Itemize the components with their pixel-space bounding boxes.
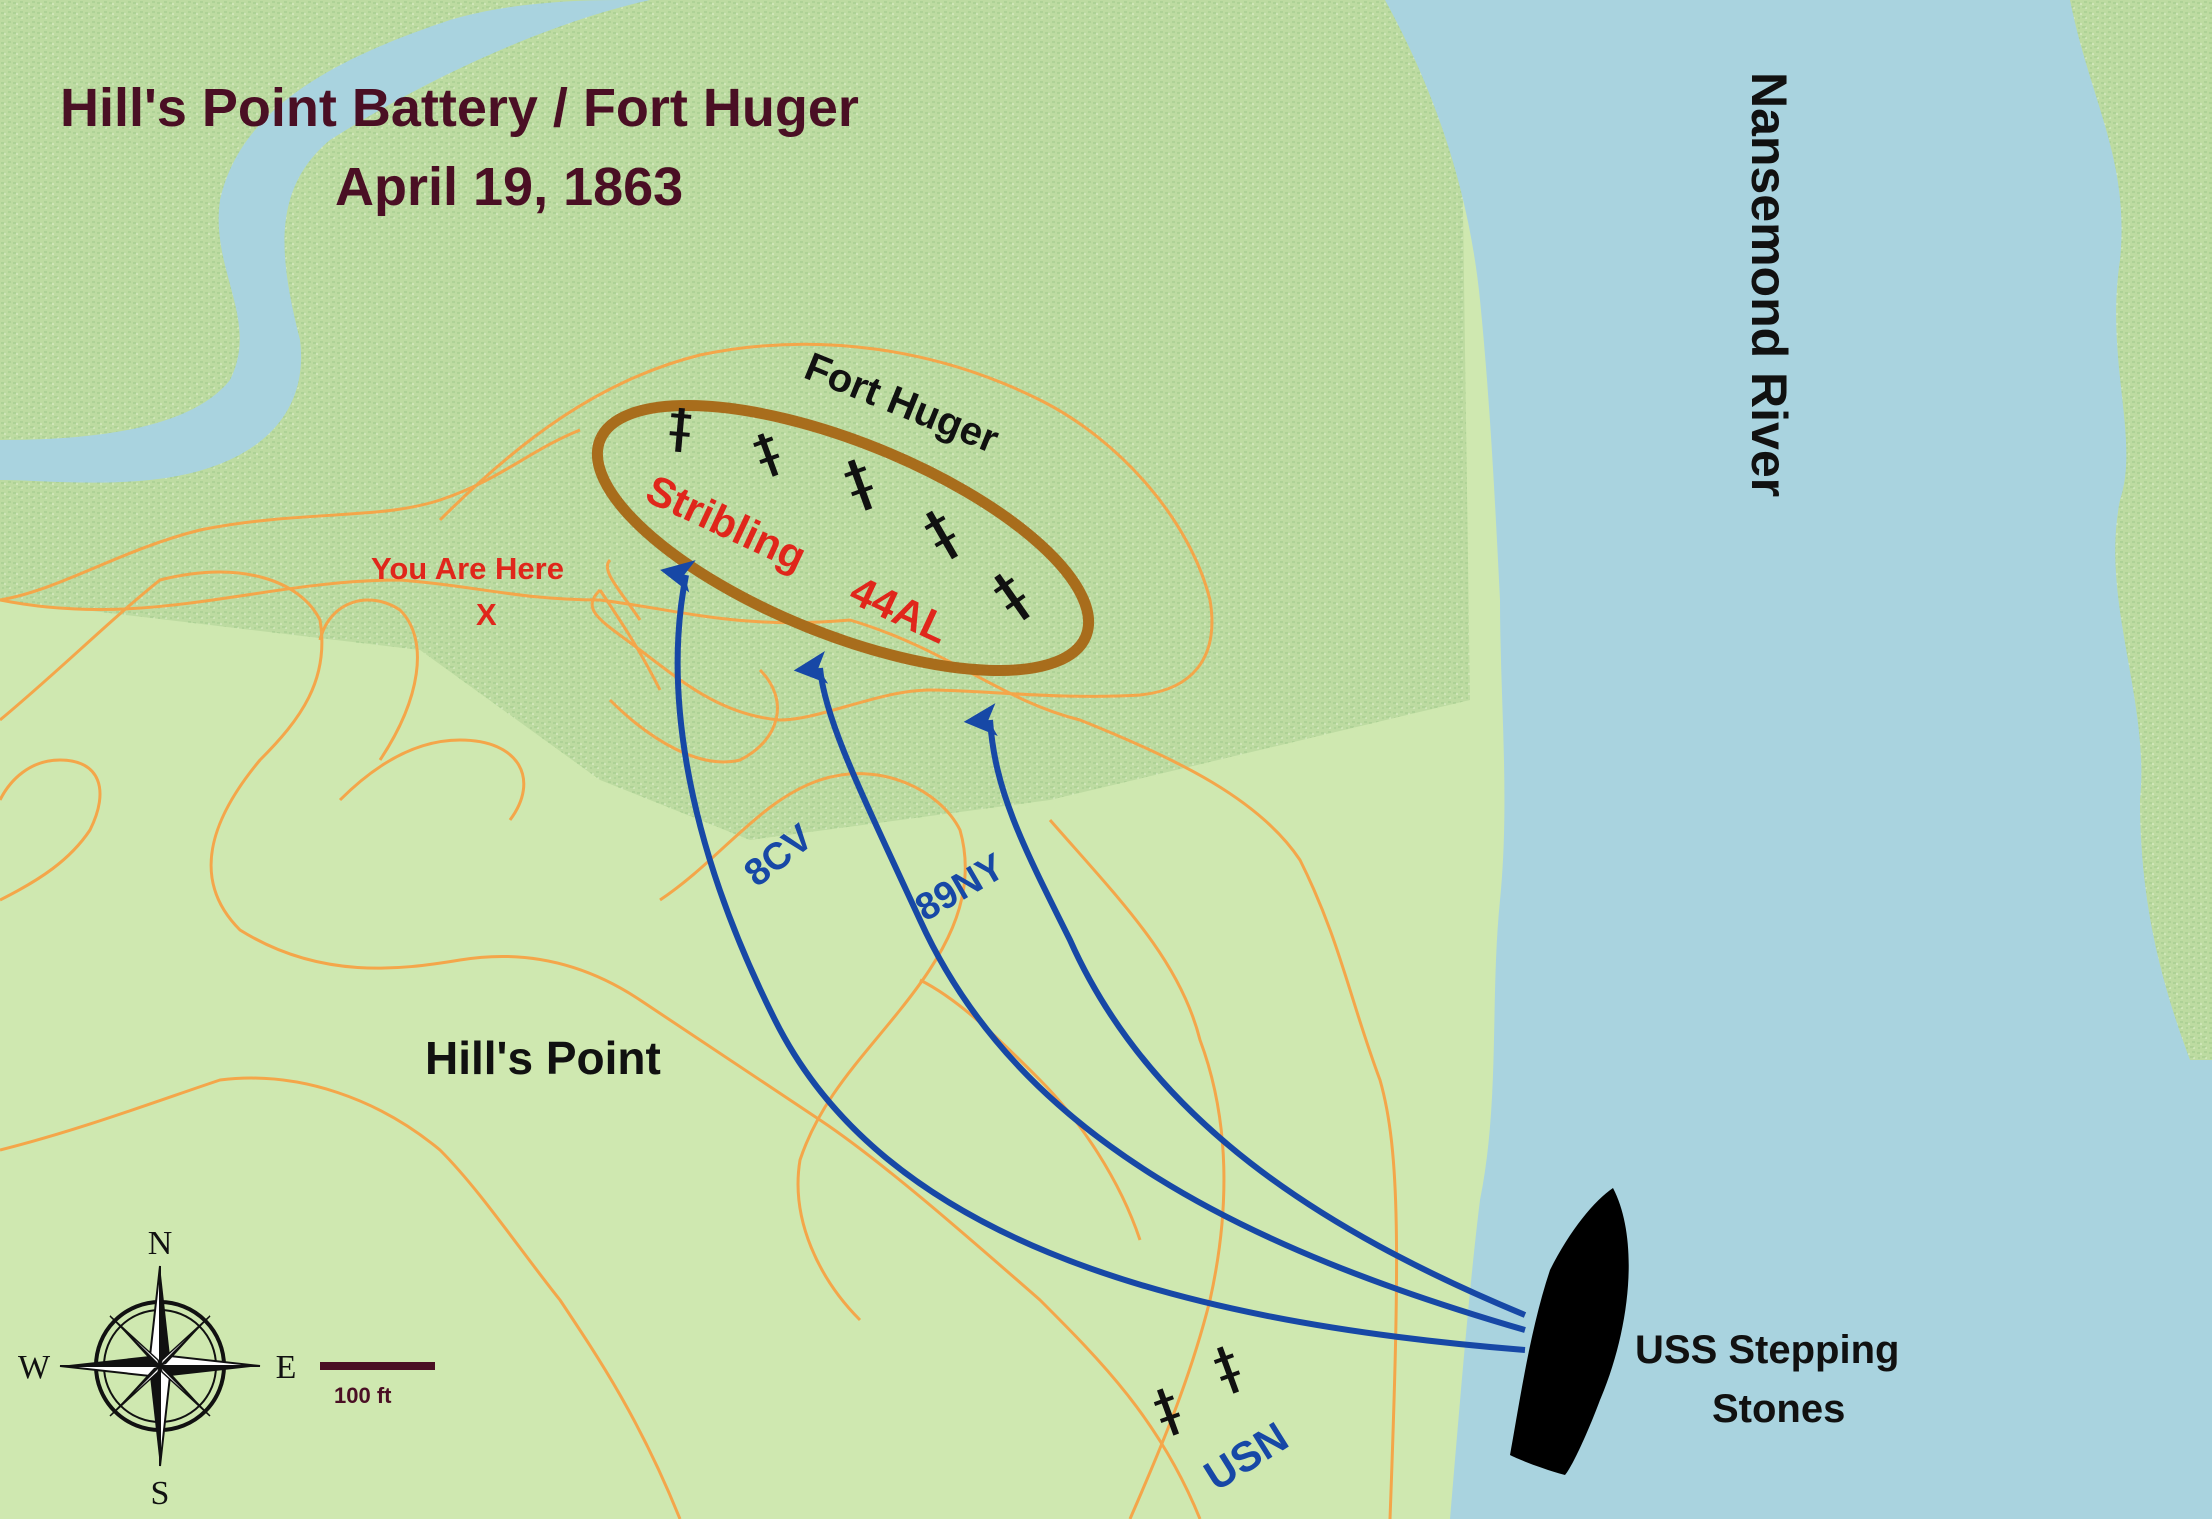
compass-east-label: E <box>276 1349 297 1386</box>
river-label: Nansemond River <box>1741 72 1797 497</box>
cannon-icon <box>993 573 1030 621</box>
fort-huger-outline <box>591 400 1095 676</box>
cannon-icon <box>1213 1346 1241 1394</box>
nansemond-river <box>1385 0 2212 1519</box>
attack-arrow-89ny <box>793 650 1526 1333</box>
forest-area-north <box>0 0 1470 840</box>
compass-rose-icon: N S E W <box>18 1225 296 1512</box>
map-subtitle: April 19, 1863 <box>335 157 683 217</box>
hills-point-label: Hill's Point <box>425 1032 661 1084</box>
union-attack-arrows <box>660 560 1527 1353</box>
compass-north-label: N <box>148 1225 173 1262</box>
you-are-here-label: You Are Here <box>371 551 564 586</box>
contour-lines <box>0 342 1399 1519</box>
compass-south-label: S <box>151 1475 170 1512</box>
cannon-icon <box>844 459 874 511</box>
cannon-icon <box>1153 1388 1181 1436</box>
creek <box>0 0 650 483</box>
you-are-here-mark: X <box>476 597 497 632</box>
map-title: Hill's Point Battery / Fort Huger <box>60 78 859 138</box>
cannon-icon <box>669 407 692 453</box>
scale-bar-icon <box>320 1362 435 1370</box>
ship-label-line1: USS Stepping <box>1635 1328 1899 1372</box>
ship-label-line2: Stones <box>1712 1387 1845 1431</box>
cannon-icon-group <box>669 407 1241 1436</box>
cannon-icon <box>753 433 780 477</box>
scale-bar-label: 100 ft <box>334 1383 392 1408</box>
ship-icon <box>1510 1188 1629 1475</box>
attack-arrow-8cv <box>660 560 1526 1353</box>
attack-arrow-3 <box>963 703 1527 1318</box>
cannon-icon <box>924 510 959 560</box>
compass-west-label: W <box>18 1349 51 1386</box>
